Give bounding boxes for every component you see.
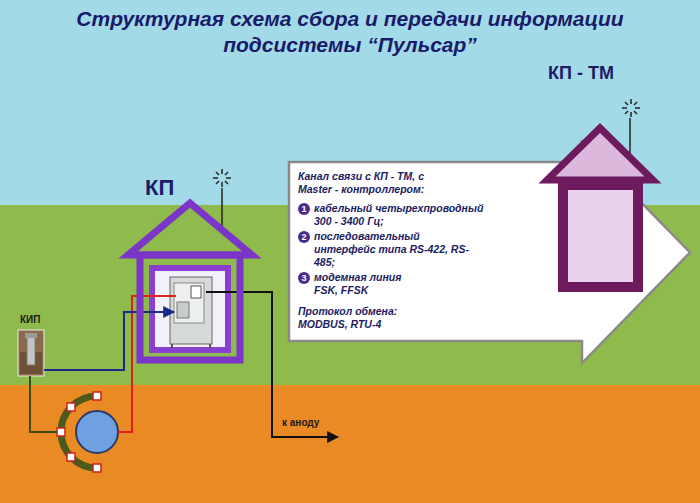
callout-number: 1 <box>298 203 310 215</box>
roof <box>547 128 653 180</box>
wire <box>118 296 176 432</box>
cabinet <box>170 277 212 344</box>
diagram-title: Структурная схема сбора и передачи инфор… <box>50 6 650 59</box>
station-house-outline <box>125 172 255 362</box>
station-label: КП <box>145 176 174 200</box>
protocol-value: MODBUS, RTU-4 <box>298 318 488 331</box>
kip-photo <box>18 330 44 376</box>
pipe <box>76 411 118 453</box>
cabinet-device <box>177 302 189 318</box>
soil <box>0 385 700 503</box>
cabinet-frame <box>152 268 228 350</box>
cabinet-device <box>191 286 201 298</box>
kip-label: КИП <box>20 314 40 325</box>
channel-item: кабельный четырехпроводный 300 - 3400 Гц… <box>314 202 484 228</box>
roof <box>128 203 252 255</box>
sky <box>0 0 700 205</box>
telemechanics-house-outline <box>540 60 660 296</box>
telemechanics-house: КП - ТМ <box>540 60 660 296</box>
antenna <box>622 99 640 154</box>
walls <box>558 180 643 292</box>
cabinet-panel <box>174 283 204 323</box>
kip-cap <box>25 333 37 338</box>
cabinet-foot <box>209 344 211 348</box>
station-house: КП <box>125 172 255 362</box>
channel-item: модемная линия FSK, FFSK <box>314 271 414 297</box>
protocol-heading: Протокол обмена: <box>298 305 488 318</box>
callout-number: 3 <box>298 272 310 284</box>
anode-label: к аноду <box>282 417 319 428</box>
walls <box>140 255 240 360</box>
wire <box>30 376 57 432</box>
channel-heading: Канал связи с КП - ТМ, с Master - контро… <box>298 170 438 196</box>
kip-post <box>27 335 35 365</box>
cabinet-foot <box>171 344 173 348</box>
walls-inner <box>568 190 633 282</box>
channel-item: последовательный интерфейс типа RS-422, … <box>314 230 484 269</box>
antenna <box>213 169 231 228</box>
callout-number: 2 <box>298 231 310 243</box>
station-label: КП - ТМ <box>548 64 614 84</box>
